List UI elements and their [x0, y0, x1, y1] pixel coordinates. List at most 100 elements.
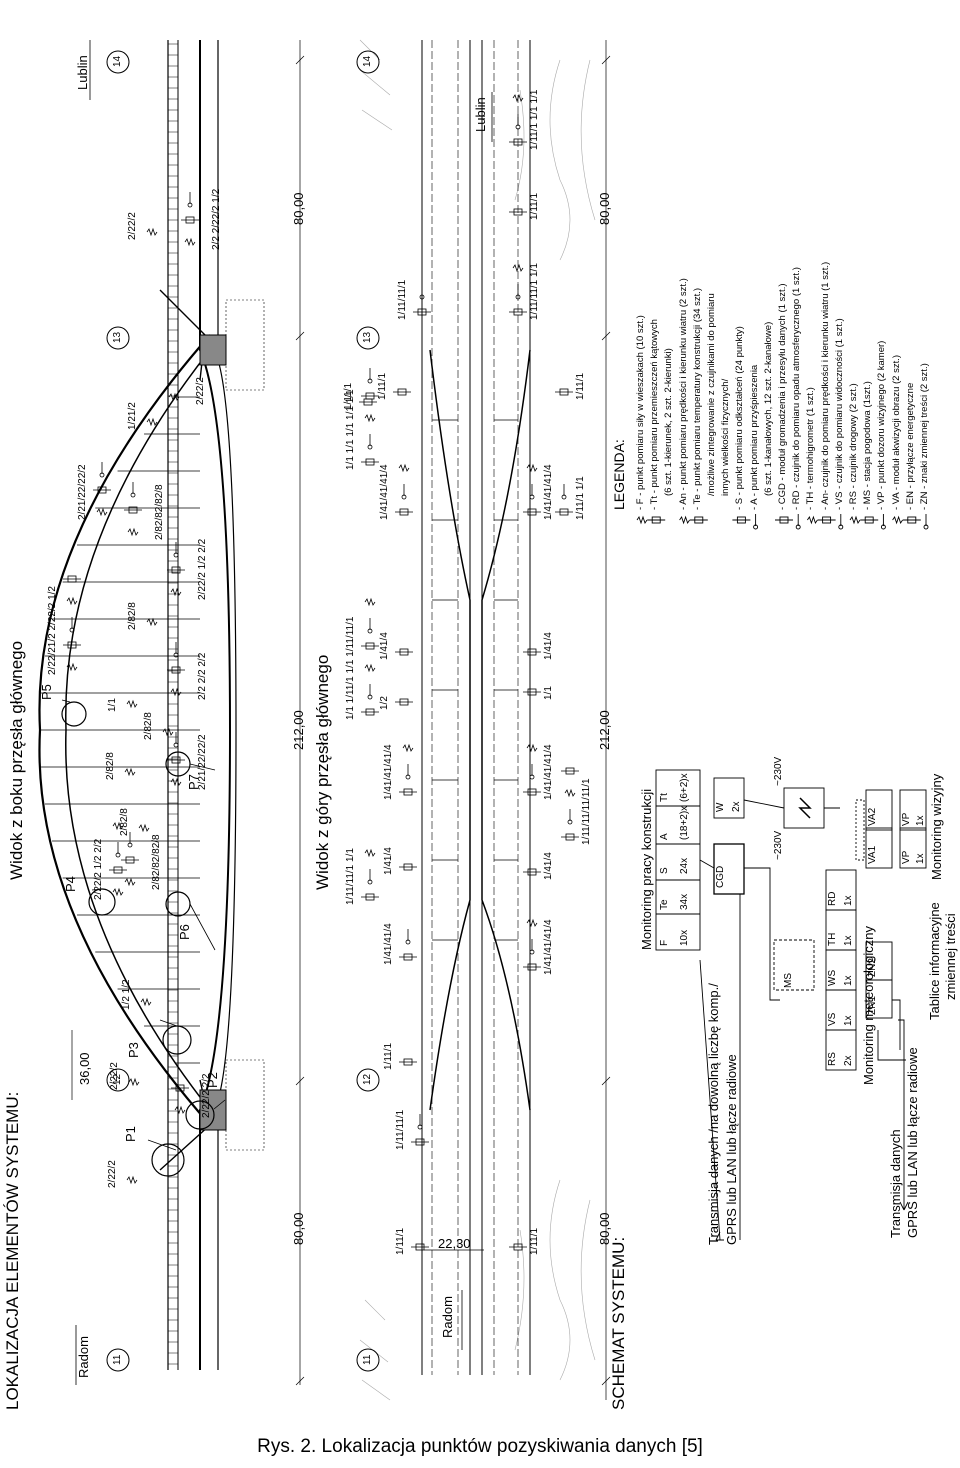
strain-gauge-icon [364, 848, 376, 858]
side-sensors [63, 192, 199, 1185]
legend-item: - An- czujnik do pomiaru prędkości i kie… [819, 261, 831, 510]
structure-module-qty: (6+2)x [679, 773, 690, 802]
thermometer-bulb [401, 494, 407, 500]
sensor-group-label: 2/22/2 2/2 [201, 1073, 212, 1118]
strain-gauge-icon [146, 617, 158, 627]
pier-number: 11 [362, 1354, 373, 1365]
legend-item: - An - punkt pomiaru prędkości i kierunk… [677, 278, 689, 510]
strain-gauge-icon [512, 263, 524, 273]
sensor-group-label: 1/1 [543, 686, 554, 700]
drawing-sheet: LOKALIZACJA ELEMENTÓW SYSTEMU: Widok z b… [3, 39, 958, 1410]
strain-gauge-icon [127, 527, 139, 537]
sensor-group-label: 1/41/41/41/4 [543, 744, 554, 800]
span-left-side: 80,00 [291, 1212, 306, 1245]
strain-gauge-icon [96, 507, 108, 517]
pier-number: 14 [112, 55, 123, 67]
structure-module-code: Tt [659, 793, 670, 802]
legend-item: - A - punkt pomiaru przyśpieszenia [748, 364, 760, 510]
sensor-group-label: 1/41/4 [379, 632, 390, 660]
pier-number: 12 [362, 1073, 373, 1085]
monitoring-structure: Monitoring pracy konstrukcji [639, 788, 654, 950]
thermometer-bulb [529, 494, 535, 500]
legend-item: innych wielkości fizycznych/ [720, 378, 732, 496]
cgd-label: CGD [715, 865, 726, 888]
sensor-group-label: 1/41/4 [543, 632, 554, 660]
strain-gauge-icon [364, 413, 376, 423]
meteo-module-qty: 1x [843, 1015, 854, 1026]
heading-top-view: Widok z góry przęsła głównego [313, 654, 332, 890]
meteo-module-qty: 1x [843, 895, 854, 906]
meteo-module-code: VS [827, 1012, 838, 1026]
strain-gauge-icon [849, 515, 861, 525]
thermometer-bulb [367, 879, 373, 885]
thermometer-bulb [753, 524, 759, 530]
sensor-group-label: 2/22/2 1/2 2/2 [197, 538, 208, 600]
strain-gauge-icon [124, 767, 136, 777]
sensor-group-label: 1/11/1 [575, 372, 586, 400]
w-qty: 2x [731, 801, 742, 812]
strain-gauge-icon [398, 463, 410, 473]
thermometer-bulb [529, 774, 535, 780]
meteo-module-code: WS [827, 969, 838, 986]
power-230v-b: ~230V [773, 756, 784, 786]
meteo-module-qty: 1x [843, 975, 854, 986]
legend-symbols [636, 514, 929, 530]
strain-gauge-icon [138, 823, 150, 833]
video-module-code: VA1 [867, 845, 878, 864]
strain-gauge-icon [112, 887, 124, 897]
sensor-group-label: 1/11/1 [395, 1227, 406, 1255]
sensor-group-label: 1/21/2 [127, 402, 138, 430]
thermometer-bulb [367, 378, 373, 384]
sensor-group-label: 2/22/2 [195, 377, 206, 405]
legend-item: - VP - punkt dozoru wizyjnego (2 kamer) [876, 340, 888, 510]
strain-gauge-icon [170, 687, 182, 697]
sensor-group-label: 1/41/4 [383, 847, 394, 875]
span-main-side: 212,00 [291, 710, 306, 750]
legend-item: (6 szt. 1-kanałowych, 12 szt. 2-kanałowe… [762, 321, 774, 496]
thermometer-bulb [127, 842, 133, 848]
sensor-group-label: 1/11/11/1 1/1 [529, 263, 540, 320]
monitoring-video: Monitoring wizyjny [929, 773, 944, 880]
sensor-group-label: 1/41/41/41/4 [543, 464, 554, 520]
thermometer-bulb [367, 694, 373, 700]
sensor-group-label: 2/22/2 [127, 212, 138, 240]
pier-number: 13 [112, 331, 123, 343]
legend-title: LEGENDA: [611, 439, 627, 510]
sensor-group-label: 1/11/1 [383, 1042, 394, 1070]
info-boards-b: zmiennej treści [943, 913, 958, 1000]
sensor-group-label: 1/11/11/1 1/1 [345, 848, 356, 905]
thermometer-bulb [561, 494, 567, 500]
strain-gauge-icon [124, 877, 136, 887]
strain-gauge-icon [112, 821, 124, 831]
sensor-group-label: 2/22/2 [107, 1160, 118, 1188]
span-left-schema: 80,00 [597, 1212, 612, 1245]
thermometer-bulb [515, 124, 521, 130]
meteo-module-code: TH [827, 932, 838, 946]
strain-gauge-icon [126, 699, 138, 709]
meteo-module-qty: 1x [843, 935, 854, 946]
legend-item: - Te - punkt pomiaru temperatury konstru… [691, 287, 703, 510]
sensor-group-label: 1/11/1 1/1 [575, 476, 586, 520]
sensor-group-label: 1/41/41/4 [383, 923, 394, 965]
strain-gauge-icon [512, 93, 524, 103]
thermometer-bulb [923, 524, 929, 530]
place-left-top: Radom [440, 1296, 455, 1338]
sensor-group-label: 2/82/8 [143, 712, 154, 740]
figure-caption: Rys. 2. Lokalizacja punktów pozyskiwania… [257, 1436, 703, 1457]
sensor-group-label: 1/41/4 [543, 852, 554, 880]
strain-gauge-icon [140, 997, 152, 1007]
strain-gauge-icon [892, 515, 903, 525]
strain-gauge-icon [170, 587, 182, 597]
span-right-schema: 80,00 [597, 192, 612, 225]
sensor-group-label: 1/2 [379, 696, 390, 710]
detail-circles [61, 699, 226, 1177]
sensor-group-label: 1/41/41/41/4 [383, 744, 394, 800]
sensor-group-label: 1/11/11/1 [397, 279, 408, 320]
heading-schema: SCHEMAT SYSTEMU: [609, 1236, 628, 1410]
transmission-2: Transmisja danych [888, 1129, 903, 1238]
strain-gauge-icon [146, 227, 158, 237]
sensor-group-label: 1/2 1/2 [121, 979, 132, 1010]
thermometer-bulb [515, 294, 521, 300]
transmission-2b: GPRS lub LAN lub łącze radiowe [905, 1047, 920, 1238]
detail-point-label: P6 [177, 924, 192, 940]
